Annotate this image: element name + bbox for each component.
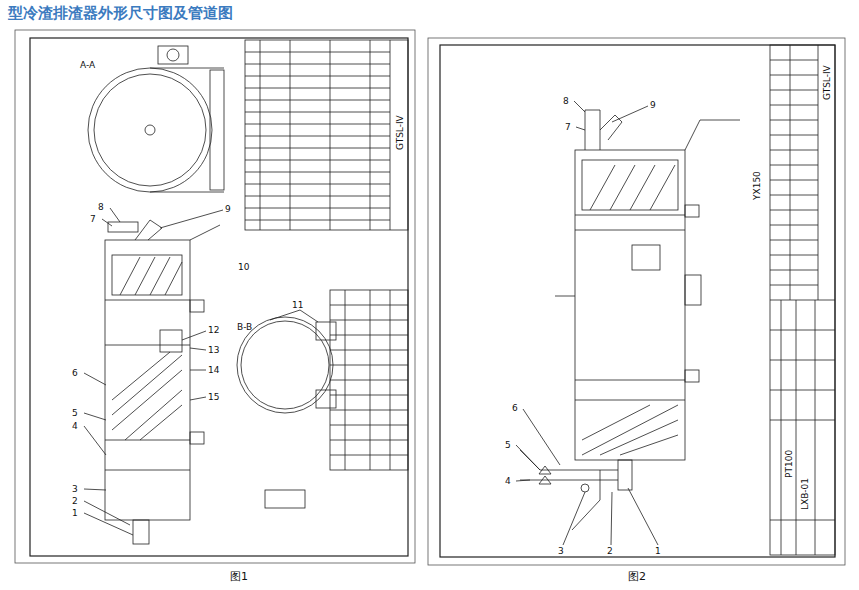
callout-label: 12 — [208, 325, 219, 336]
callout-label: 1 — [655, 546, 661, 557]
callout-label: 2 — [607, 546, 613, 557]
callout-label: 5 — [72, 408, 78, 419]
callout-label: 8 — [563, 96, 569, 107]
callout-label: 14 — [208, 365, 219, 376]
figure-caption: 图2 — [628, 570, 646, 584]
callout-label: 4 — [72, 421, 78, 432]
callout-label: 5 — [505, 440, 511, 451]
callout-label: B-B — [237, 322, 252, 333]
callout-label: 6 — [72, 368, 78, 379]
callout-label: 2 — [72, 496, 78, 507]
callout-label: LXB-01 — [800, 478, 811, 510]
callout-label: 7 — [90, 214, 96, 225]
callout-label: GTSL-IV — [395, 115, 406, 150]
callout-label: 6 — [512, 403, 518, 414]
callout-label: 9 — [225, 204, 231, 215]
callout-label: PT100 — [784, 450, 795, 478]
callout-label: 11 — [292, 300, 303, 311]
callout-label: 1 — [72, 508, 78, 519]
callout-label: 15 — [208, 392, 219, 403]
figure-caption: 图1 — [230, 570, 248, 584]
callout-label: 3 — [558, 546, 564, 557]
callout-label: 13 — [208, 345, 219, 356]
callout-label: 4 — [505, 476, 511, 487]
callout-label: 8 — [98, 202, 104, 213]
callout-label: A-A — [80, 60, 95, 71]
callout-label: 7 — [565, 122, 571, 133]
callout-label: GTSL-IV — [822, 65, 833, 100]
callout-label: 3 — [72, 484, 78, 495]
callout-label: 9 — [650, 100, 656, 111]
callout-label: 10 — [238, 262, 249, 273]
page-title: 型冷渣排渣器外形尺寸图及管道图 — [8, 4, 233, 23]
callout-label: YX150 — [752, 171, 763, 200]
